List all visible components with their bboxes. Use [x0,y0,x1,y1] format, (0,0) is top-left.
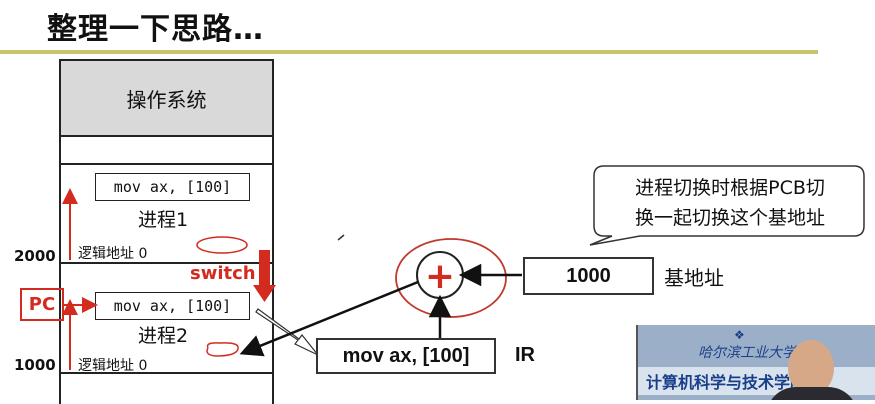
adder-symbol: + [425,256,455,297]
process1-logical-address: 逻辑地址 0 [78,246,148,262]
process2-logical-address: 逻辑地址 0 [78,358,148,374]
ir-instruction: mov ax, [100] [342,344,470,367]
scribble-mark [196,236,248,254]
ir-label: IR [515,344,535,366]
lecturer-head [788,340,834,396]
scribble-mark [206,342,239,357]
ir-register: mov ax, [100] [316,338,496,374]
address-1000: 1000 [14,356,56,374]
switch-arrow-head [253,285,276,302]
callout-line2: 换一起切换这个基地址 [634,207,825,229]
lecturer-video: ❖ 哈尔滨工业大学 计算机科学与技术学院 [636,325,875,400]
title-divider [0,50,818,54]
page-title: 整理一下思路… [47,12,264,47]
university-logo-icon: ❖ [734,328,745,342]
callout-bubble [589,165,865,246]
process2-label: 进程2 [138,325,189,347]
fetch-arrow [255,308,319,356]
callout-text: 进程切换时根据PCB切 换一起切换这个基地址 [605,173,855,233]
switch-arrow-shaft [259,250,270,286]
memory-divider [59,262,274,264]
process1-instruction: mov ax, [100] [95,173,250,201]
memory-divider [59,372,274,374]
lecturer-body [766,387,858,400]
base-register: 1000 [523,257,654,295]
pen-mark [337,234,345,241]
pc-label: PC [28,294,56,315]
video-caption-top: 哈尔滨工业大学 [698,345,796,361]
process1-label: 进程1 [138,209,189,231]
address-2000: 2000 [14,247,56,265]
callout-line1: 进程切换时根据PCB切 [635,177,825,199]
video-banner-text: 计算机科学与技术学院 [646,373,807,392]
process2-instruction: mov ax, [100] [95,292,250,320]
os-region: 操作系统 [59,59,274,137]
os-label: 操作系统 [126,87,207,112]
memory-divider [59,163,274,165]
base-label: 基地址 [664,266,724,290]
adder-to-memory-arrow [239,280,419,357]
switch-label: switch [190,263,256,284]
base-value: 1000 [566,264,611,287]
